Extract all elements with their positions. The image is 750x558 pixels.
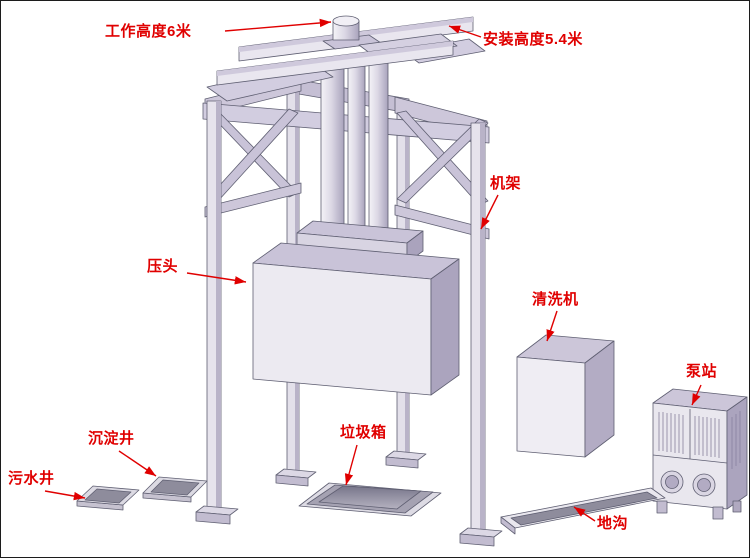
arrow-frame: [480, 194, 499, 230]
press-head-box: [252, 242, 460, 396]
arrow-garbage-bin: [344, 444, 358, 486]
label-washer: 清洗机: [532, 291, 579, 308]
label-pump-station: 泵站: [686, 363, 718, 380]
arrow-washer: [546, 310, 558, 342]
arrow-trench: [573, 506, 596, 522]
hydraulic-cylinders: [320, 58, 389, 254]
garbage-bin-pit: [298, 482, 442, 517]
washer-unit: [516, 334, 615, 458]
label-settling-well: 沉淀井: [88, 430, 135, 447]
arrow-pump-station: [691, 384, 702, 406]
sewage-well-pit: [76, 485, 140, 511]
pump-vent-grille: [658, 412, 720, 458]
arrow-sewage-well: [44, 490, 86, 501]
label-press-head: 压头: [147, 258, 179, 275]
top-rails: [206, 15, 486, 102]
arrow-settling-well: [118, 450, 157, 477]
arrow-work-height: [224, 18, 332, 32]
front-columns: [195, 100, 503, 547]
label-work-height: 工作高度6米: [105, 23, 192, 40]
pump-station-unit: [652, 388, 748, 520]
ground-trench: [500, 487, 666, 535]
arrow-install-height: [448, 25, 482, 38]
label-trench: 地沟: [597, 515, 629, 532]
label-sewage-well: 污水井: [8, 470, 55, 487]
label-frame: 机架: [490, 175, 522, 192]
pump-port-left: [660, 470, 684, 494]
settling-well-pit: [142, 476, 208, 503]
work-height-cap: [322, 15, 382, 50]
label-garbage-bin: 垃圾箱: [340, 424, 387, 441]
label-install-height: 安装高度5.4米: [483, 31, 583, 48]
pump-port-right: [692, 473, 716, 497]
arrow-press-head: [186, 272, 247, 285]
annotation-arrows: [44, 18, 702, 522]
